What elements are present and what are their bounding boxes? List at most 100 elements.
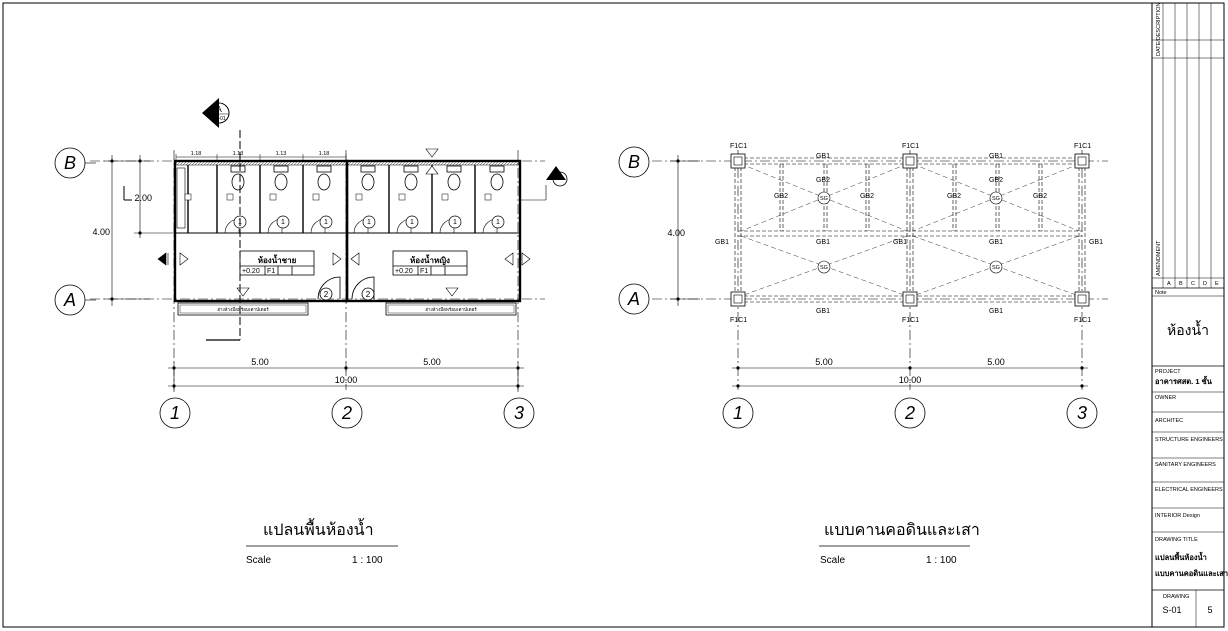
beam-label: GB1 [816,153,830,160]
stall-tag: 1 [324,219,328,226]
electrical-label: ELECTRICAL ENGINEERS [1155,487,1223,493]
beam-sec-label: GB2 [816,177,830,184]
floor-plan-scale-value: 1 : 100 [352,555,383,566]
beam-sec-label: GB2 [774,193,788,200]
room-floor-men: F1 [267,268,275,275]
dim-height: 4.00 [667,228,685,238]
beam-label: GB1 [816,239,830,246]
amendment-label: AMENDMENT [1156,240,1162,276]
section-letter: A [216,105,222,114]
interior-label: INTERIOR Design [1155,513,1200,519]
room-level-women: +0.20 [395,268,413,275]
room-floor-women: F1 [420,268,428,275]
door-tag: 2 [366,290,371,299]
column-label: F1C1 [902,317,919,324]
title-block [1151,3,1224,627]
dim-stall-w1: 1.18 [191,151,202,157]
beam-plan: B A 1 2 3 5.00 5.00 10.00 4.00 [618,143,1108,566]
stall-tag: 1 [367,219,371,226]
dim-bay-2: 5.00 [423,357,441,367]
room-level-men: +0.20 [242,268,260,275]
door-tag: 2 [324,290,329,299]
stall-tag: 1 [281,219,285,226]
dim-total: 10.00 [335,375,358,385]
dim-bay-2: 5.00 [987,357,1005,367]
beam-plan-scale-label: Scale [820,555,845,566]
beam-plan-scale-value: 1 : 100 [926,555,957,566]
grid-bubble-3: 3 [1077,403,1087,423]
drawing-label: DRAWING [1163,594,1189,600]
counter-label-women: อ่างล้างมือพร้อมเคาน์เตอร์ [425,306,477,312]
rev-letter: C [1191,281,1195,287]
grid-bubble-1: 1 [170,403,180,423]
slab-tag: SG [820,196,828,202]
room-label-men: ห้องน้ำชาย [258,254,297,265]
project-label: PROJECT [1155,369,1181,375]
sheet-name: ห้องน้ำ [1167,320,1209,338]
sanitary-label: SANITARY ENGINEERS [1155,462,1216,468]
beam-label: GB1 [715,239,729,246]
rev-letter: E [1215,281,1219,287]
section-ref: S5-01 [212,116,226,122]
drawing-title-label: DRAWING TITLE [1155,537,1198,543]
drawing-title-1: แปลนพื้นห้องน้ำ [1155,551,1207,562]
sheet-number: 5 [1207,605,1212,615]
grid-bubble-b: B [628,152,640,172]
owner-label: OWNER [1155,395,1176,401]
beam-label: GB1 [989,308,1003,315]
beam-label: GB1 [989,239,1003,246]
beam-label: GB1 [893,239,907,246]
stall-tag: 1 [410,219,414,226]
slab-tag: SG [820,265,828,271]
drawing-title-2: แบบคานคอดินและเสา [1155,569,1228,578]
floor-plan: B A 1 2 3 5.00 5.00 10.00 [54,98,568,566]
structure-label: STRUCTURE ENGINEERS [1155,437,1223,443]
dim-stall-w3: 1.13 [276,151,287,157]
stall-tag: 1 [496,219,500,226]
rev-letter: B [1179,281,1183,287]
grid-bubble-a: A [627,289,640,309]
architect-label: ARCHITEC [1155,418,1183,424]
dim-stall-w4: 1.18 [319,151,330,157]
rev-letter: A [1167,281,1171,287]
dim-stall-w2: 1.13 [233,151,244,157]
dim-stall-depth: 2.00 [134,193,152,203]
grid-bubble-2: 2 [341,403,352,423]
slab-tag: SG [992,196,1000,202]
beam-plan-title: แบบคานคอดินและเสา [824,522,980,539]
dim-bay-1: 5.00 [815,357,833,367]
drawing-number: S-01 [1162,605,1181,615]
room-label-women: ห้องน้ำหญิง [410,254,450,266]
column-label: F1C1 [730,143,747,150]
beam-sec-label: GB2 [989,177,1003,184]
dim-total: 10.00 [899,375,922,385]
column-label: F1C1 [1074,143,1091,150]
dim-height: 4.00 [92,227,110,237]
grid-bubble-3: 3 [514,403,524,423]
project-value: อาคารศสต. 1 ชั้น [1155,375,1213,386]
dim-bay-1: 5.00 [251,357,269,367]
column-label: F1C1 [902,143,919,150]
stall-tag: 1 [453,219,457,226]
beam-label: GB1 [989,153,1003,160]
grid-bubble-b: B [64,153,76,173]
grid-bubble-a: A [63,290,76,310]
beam-sec-label: GB2 [1033,193,1047,200]
beam-sec-label: GB2 [947,193,961,200]
beam-label: GB1 [816,308,830,315]
slab-tag: SG [992,265,1000,271]
floor-plan-scale-label: Scale [246,555,271,566]
floor-plan-title: แปลนพื้นห้องน้ำ [263,518,374,539]
rev-letter: D [1203,281,1207,287]
grid-bubble-1: 1 [733,403,743,423]
column-label: F1C1 [1074,317,1091,324]
grid-bubble-2: 2 [904,403,915,423]
column-label: F1C1 [730,317,747,324]
beam-label: GB1 [1089,239,1103,246]
counter-label-men: อ่างล้างมือพร้อมเคาน์เตอร์ [217,306,269,312]
beam-sec-label: GB2 [860,193,874,200]
rev-header: DATE/DESCRIPTION [1156,3,1162,56]
note-label: Note [1155,290,1167,296]
